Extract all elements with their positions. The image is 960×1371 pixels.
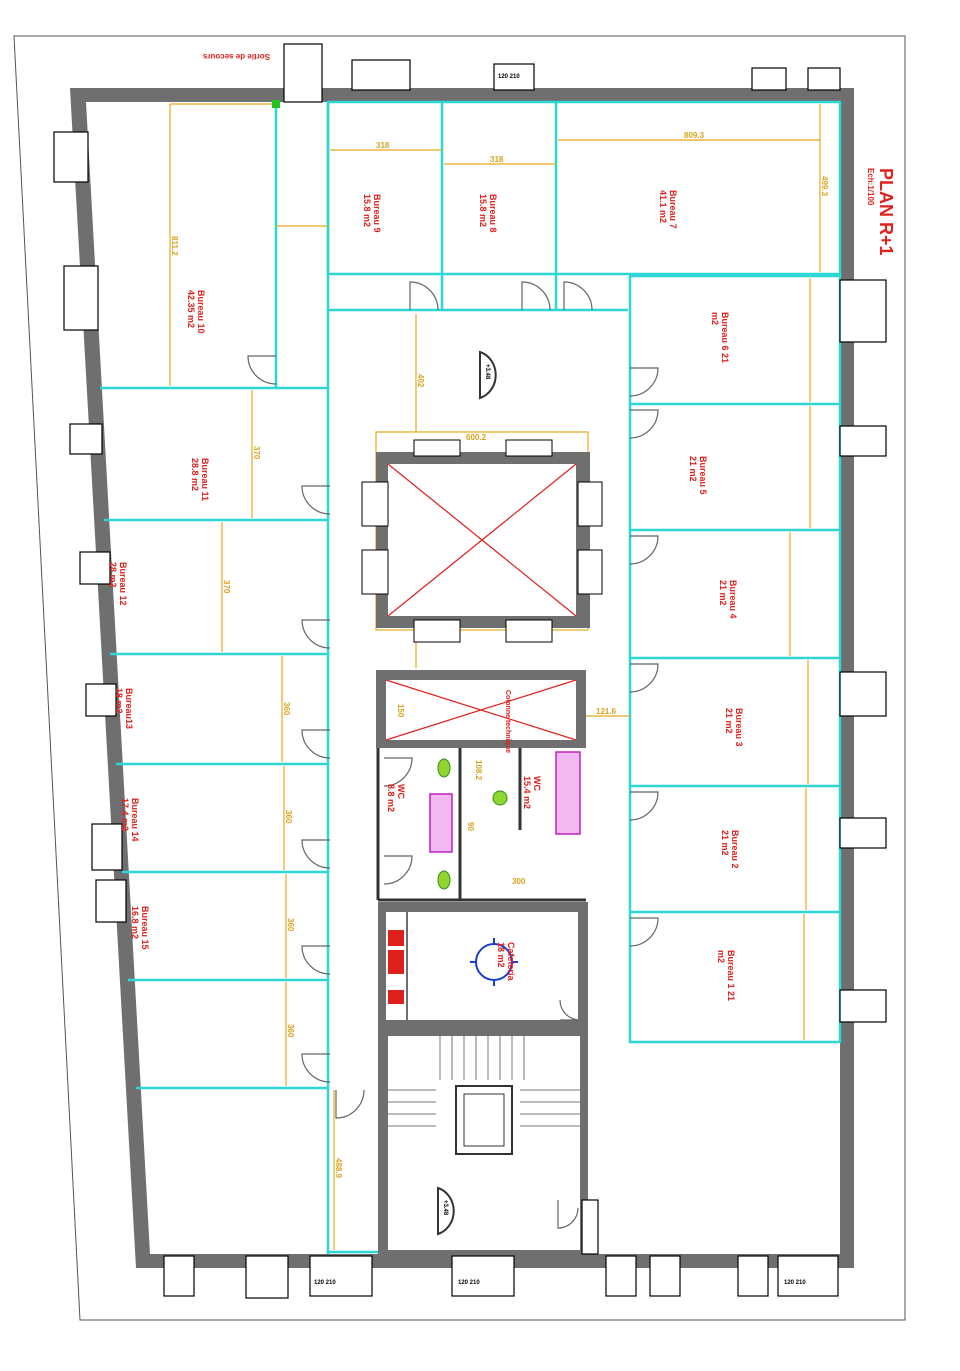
table-icon — [470, 938, 518, 986]
room-area: 21 m2 — [718, 580, 728, 606]
room-name: Bureau 4 — [728, 580, 738, 619]
dimension-label: 600.2 — [466, 433, 487, 442]
room-area: 17.4 m2 — [120, 798, 130, 831]
room-name: Colonne technique — [504, 690, 511, 753]
exterior-windows — [53, 43, 887, 1299]
sink-icon — [388, 990, 404, 1004]
room-area: 16.8 m2 — [130, 906, 140, 939]
room-area: 21 m2 — [720, 830, 730, 856]
stair-arrow-icon — [437, 350, 497, 1236]
room-name: Bureau 2 — [730, 830, 740, 869]
room-area: 15.4 m2 — [522, 776, 532, 809]
room-name: Bureau 1 21 — [726, 950, 736, 1001]
room-name: Bureau 8 — [488, 194, 498, 233]
dimension-label: 150 — [396, 704, 405, 718]
dimension-label: 488.9 — [334, 1158, 343, 1179]
dimension-label: 370 — [252, 446, 261, 460]
fridge-icon — [388, 950, 404, 974]
dimension-label: 360 — [282, 702, 291, 716]
sink-icon — [555, 751, 581, 835]
stair-note: +3.48 — [442, 1200, 448, 1216]
atrium-windows — [361, 439, 603, 643]
exit-marker-icon — [272, 100, 280, 108]
dimension-label: 360 — [284, 810, 293, 824]
dimension-label: 809.3 — [684, 131, 705, 140]
dimension-label: 811.2 — [170, 236, 179, 256]
dimension-label: 499.3 — [820, 176, 829, 197]
room-area: 21 m2 — [688, 456, 698, 482]
room-name: Bureau 11 — [200, 458, 210, 501]
room-name: Bureau 6 21 — [720, 312, 730, 363]
dimension-label: 318 — [490, 155, 504, 164]
stair-note: +3.48 — [484, 364, 490, 380]
room-name: Bureau 5 — [698, 456, 708, 495]
dimension-label: 402 — [416, 374, 425, 388]
room-area: m2 — [710, 312, 720, 325]
room-area: 42.35 m2 — [186, 290, 196, 328]
stair-steps — [388, 1036, 580, 1127]
room-area: 18 m2 — [496, 942, 506, 968]
room-name: Bureau 9 — [372, 194, 382, 233]
room-name: Cafeteria — [506, 942, 516, 982]
wc-walls — [376, 748, 586, 902]
dimension-label: 318 — [376, 141, 390, 150]
dimension-label: 121.6 — [596, 707, 617, 716]
room-name: Bureau 3 — [734, 708, 744, 747]
dimension-label: 90 — [466, 822, 475, 831]
dimension-label: 360 — [286, 1024, 295, 1038]
window-label: 120 210 — [784, 1280, 806, 1286]
window-label: 120 210 — [314, 1280, 336, 1286]
room-area: 41.1 m2 — [658, 190, 668, 223]
toilet-icon — [437, 758, 508, 890]
room-name: Bureau 14 — [130, 798, 140, 842]
room-name: Bureau 15 — [140, 906, 150, 950]
dimension-label: 360 — [286, 918, 295, 932]
room-area: 15.8 m2 — [478, 194, 488, 227]
room-area: 18 m2 — [114, 688, 124, 714]
window-label: 120 210 — [458, 1280, 480, 1286]
room-name: Bureau 10 — [196, 290, 206, 334]
room-name: Bureau 7 — [668, 190, 678, 229]
window-label: 120 210 — [498, 74, 520, 80]
dimension-label: 108.2 — [474, 760, 483, 781]
room-area: 21 m2 — [724, 708, 734, 734]
room-area: 8.8 m2 — [386, 784, 396, 812]
partitions — [100, 100, 842, 1254]
site-boundary — [13, 35, 906, 1321]
doors — [247, 281, 659, 1229]
exit-note: Sortie de secours — [202, 52, 270, 61]
stove-icon — [388, 930, 404, 946]
room-area: 15.8 m2 — [362, 194, 372, 227]
dimension-label: 370 — [222, 580, 231, 594]
room-area: 28 m2 — [108, 562, 118, 588]
room-name: WC — [396, 784, 406, 799]
room-name: WC — [532, 776, 542, 791]
sink-icon — [429, 793, 453, 853]
dimension-label: 300 — [512, 877, 526, 886]
room-name: Bureau 12 — [118, 562, 128, 606]
room-area: m2 — [716, 950, 726, 963]
room-area: 28.8 m2 — [190, 458, 200, 491]
plan-title: PLAN R+1 — [876, 168, 896, 256]
room-name: Bureau13 — [124, 688, 134, 729]
plan-scale: Ech:1/100 — [866, 168, 875, 206]
